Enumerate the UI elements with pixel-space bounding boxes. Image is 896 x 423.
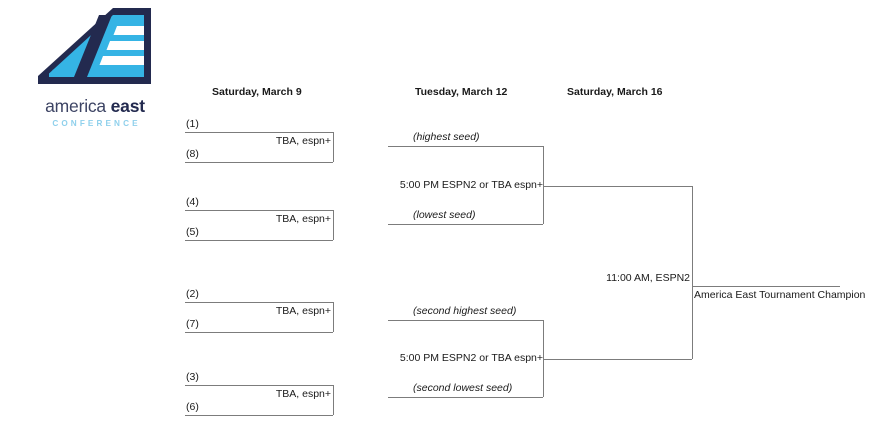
semifinal-1-top-line — [388, 146, 543, 147]
semifinal-1-connector — [543, 146, 544, 224]
r1-game4-top-line — [185, 385, 333, 386]
r1-game2-bottom-line — [185, 240, 333, 241]
semifinal-2-top-line — [388, 320, 543, 321]
final-connector — [692, 186, 693, 359]
seed-label-2: (2) — [186, 288, 199, 300]
seed-label-7: (7) — [186, 318, 199, 330]
logo-subtitle: CONFERENCE — [52, 118, 141, 128]
america-east-logo-mark — [38, 8, 151, 84]
final-top-feed-line — [543, 186, 692, 187]
seed-label-4: (4) — [186, 196, 199, 208]
america-east-logo: america east CONFERENCE — [20, 6, 170, 134]
r1-game4-bottom-line — [185, 415, 333, 416]
logo-wordmark: america east CONFERENCE — [20, 96, 170, 128]
seed-label-5: (5) — [186, 226, 199, 238]
semifinal-2-top-label: (second highest seed) — [413, 305, 517, 317]
logo-word-america: america — [45, 96, 111, 116]
r1-game1-connector — [333, 132, 334, 162]
logo-bar-middle — [106, 41, 144, 50]
r1-game4-info: TBA, espn+ — [275, 388, 331, 400]
column-header-round1: Saturday, March 9 — [212, 86, 302, 98]
r1-game3-info: TBA, espn+ — [275, 305, 331, 317]
r1-game1-top-line — [185, 132, 333, 133]
semifinal-1-bottom-line — [388, 224, 543, 225]
semifinal-2-bottom-label: (second lowest seed) — [413, 382, 513, 394]
semifinal-1-info: 5:00 PM ESPN2 or TBA espn+ — [399, 179, 543, 191]
seed-label-8: (8) — [186, 148, 199, 160]
semifinal-1-top-label: (highest seed) — [413, 131, 480, 143]
champion-label: America East Tournament Champion — [694, 289, 866, 301]
logo-bar-top — [113, 26, 144, 35]
r1-game2-connector — [333, 210, 334, 240]
logo-navy-diagonal — [74, 15, 112, 77]
final-info: 11:00 AM, ESPN2 — [606, 272, 690, 284]
r1-game3-top-line — [185, 302, 333, 303]
champion-line — [692, 286, 840, 287]
r1-game4-connector — [333, 385, 334, 415]
logo-bar-bottom — [99, 56, 144, 65]
semifinal-1-bottom-label: (lowest seed) — [413, 209, 476, 221]
logo-wordmark-line1: america east — [20, 96, 170, 116]
r1-game2-info: TBA, espn+ — [275, 213, 331, 225]
logo-foot — [49, 69, 74, 77]
r1-game3-connector — [333, 302, 334, 332]
column-header-final: Saturday, March 16 — [567, 86, 663, 98]
semifinal-2-info: 5:00 PM ESPN2 or TBA espn+ — [399, 352, 543, 364]
column-header-semifinals: Tuesday, March 12 — [415, 86, 508, 98]
semifinal-2-bottom-line — [388, 397, 543, 398]
r1-game3-bottom-line — [185, 332, 333, 333]
seed-label-3: (3) — [186, 371, 199, 383]
r1-game1-bottom-line — [185, 162, 333, 163]
final-bottom-feed-line — [543, 359, 692, 360]
r1-game1-info: TBA, espn+ — [275, 135, 331, 147]
logo-word-east: east — [110, 96, 145, 116]
r1-game2-top-line — [185, 210, 333, 211]
seed-label-6: (6) — [186, 401, 199, 413]
seed-label-1: (1) — [186, 118, 199, 130]
semifinal-2-connector — [543, 320, 544, 397]
